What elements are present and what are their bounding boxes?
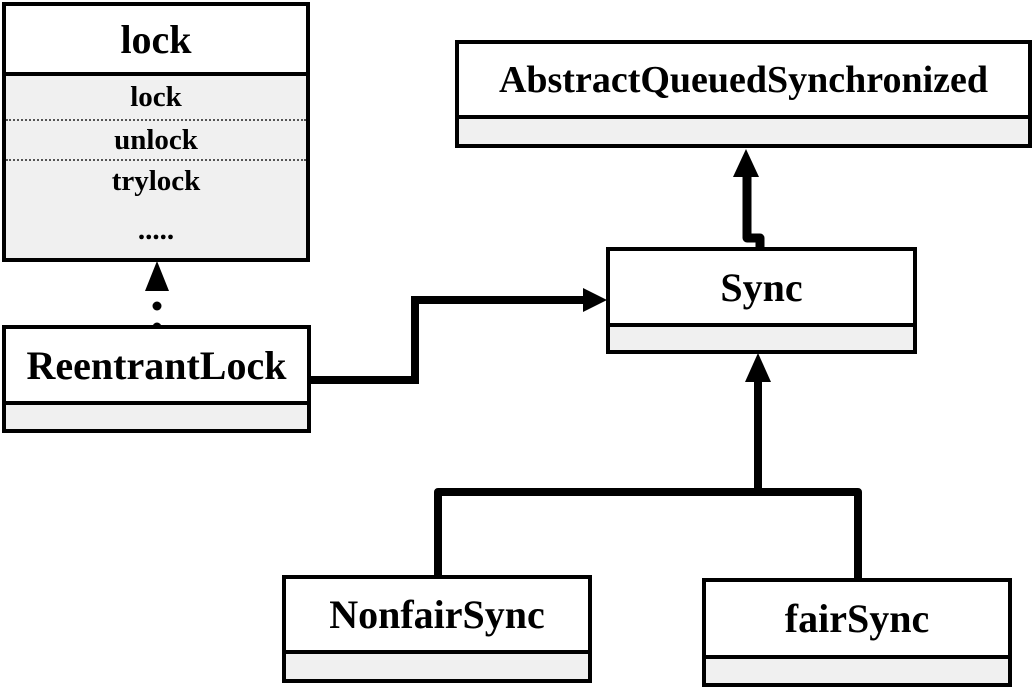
empty-compartment [459,119,1028,144]
solid-arrow-sync-to-aqs [733,149,765,251]
method-row-ellipsis: ..... [137,213,175,246]
dotted-line-dot [152,301,162,311]
class-title-fair-sync: fairSync [706,582,1008,659]
class-methods-lock: lock unlock trylock ..... [6,76,306,258]
dotted-arrow-reentrantlock-to-lock [145,261,169,332]
class-title-sync: Sync [610,251,913,327]
connector-line [308,296,586,384]
arrowhead-up-icon [733,149,759,177]
solid-arrow-reentrantlock-to-sync [308,288,607,384]
empty-compartment [286,654,588,679]
method-row-trylock: trylock [111,165,201,197]
method-row-lock: lock [6,76,306,121]
class-box-abstract-queued-synchronized: AbstractQueuedSynchronized [455,40,1032,148]
arrowhead-up-icon [745,353,771,382]
arrowhead-right-icon [583,288,607,312]
class-box-lock: lock lock unlock trylock ..... [2,2,310,262]
class-title-nonfair-sync: NonfairSync [286,579,588,654]
connector-line [742,170,765,251]
empty-compartment [610,327,913,350]
class-box-fair-sync: fairSync [702,578,1012,687]
class-box-reentrant-lock: ReentrantLock [2,325,311,433]
class-title-lock: lock [6,6,306,76]
class-title-abstract-queued-synchronized: AbstractQueuedSynchronized [459,44,1028,119]
method-list: lock unlock trylock ..... [6,76,306,258]
method-row-unlock: unlock [6,121,306,161]
solid-arrow-subclasses-to-sync [434,353,862,582]
empty-compartment [706,659,1008,683]
class-box-nonfair-sync: NonfairSync [282,575,592,683]
class-title-reentrant-lock: ReentrantLock [6,329,307,405]
empty-compartment [6,405,307,429]
class-box-sync: Sync [606,247,917,354]
arrowhead-up-icon [145,261,169,291]
connector-line [434,488,862,582]
